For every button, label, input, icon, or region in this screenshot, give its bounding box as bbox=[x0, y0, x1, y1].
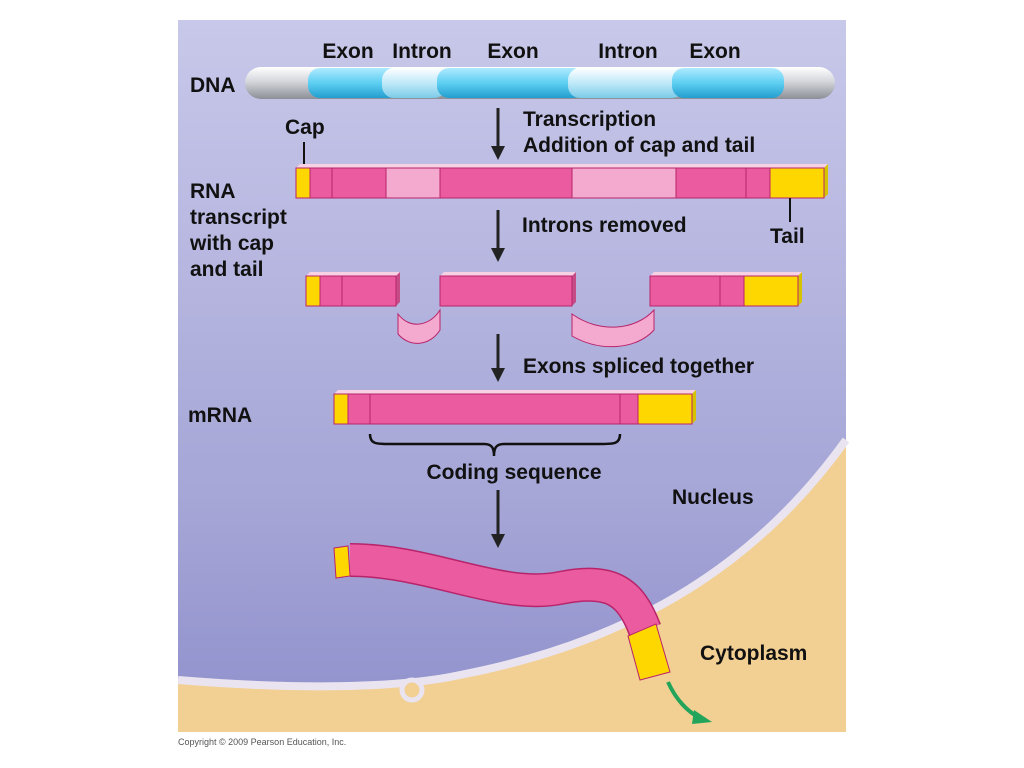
dna-segment-exon-2: Exon bbox=[487, 40, 538, 63]
rna-transcript-label-line-3: with cap bbox=[189, 232, 274, 255]
step-introns-removed: Introns removed bbox=[522, 214, 687, 237]
rna-transcript-label-line-1: RNA bbox=[190, 180, 236, 203]
exported-mrna bbox=[333, 543, 671, 681]
copyright-text: Copyright © 2009 Pearson Education, Inc. bbox=[178, 737, 347, 747]
dna-segment-intron-1: Intron bbox=[392, 40, 451, 63]
exon-fragments bbox=[305, 272, 802, 307]
step-transcription: Transcription bbox=[523, 108, 656, 131]
rna-transcript-label-line-2: transcript bbox=[190, 206, 287, 229]
nuclear-pore bbox=[399, 677, 425, 703]
arrow-down-icon bbox=[491, 108, 505, 160]
dna-molecule bbox=[245, 67, 835, 99]
export-arrow-head-icon bbox=[692, 710, 712, 724]
dna-label: DNA bbox=[190, 74, 236, 97]
arrow-down-icon bbox=[491, 210, 505, 262]
dna-segment-intron-2: Intron bbox=[598, 40, 657, 63]
step-exons-spliced: Exons spliced together bbox=[523, 355, 754, 378]
mrna-molecule bbox=[333, 390, 696, 425]
dna-segment-exon-3: Exon bbox=[689, 40, 740, 63]
step-cap-tail: Addition of cap and tail bbox=[523, 134, 755, 157]
coding-sequence-label: Coding sequence bbox=[426, 461, 601, 484]
arrow-down-icon bbox=[491, 334, 505, 382]
arrow-down-icon bbox=[491, 490, 505, 548]
mrna-label: mRNA bbox=[188, 404, 252, 427]
cap-label: Cap bbox=[285, 116, 325, 139]
nucleus-label: Nucleus bbox=[672, 486, 754, 509]
tail-label: Tail bbox=[770, 225, 805, 248]
rna-transcript bbox=[295, 164, 828, 199]
dna-segment-exon-1: Exon bbox=[322, 40, 373, 63]
coding-sequence-brace bbox=[368, 433, 622, 457]
cytoplasm-label: Cytoplasm bbox=[700, 642, 807, 665]
excised-introns bbox=[397, 308, 655, 348]
nuclear-envelope bbox=[177, 437, 850, 691]
rna-transcript-label-line-4: and tail bbox=[190, 258, 264, 281]
cytoplasm-region bbox=[178, 440, 846, 732]
